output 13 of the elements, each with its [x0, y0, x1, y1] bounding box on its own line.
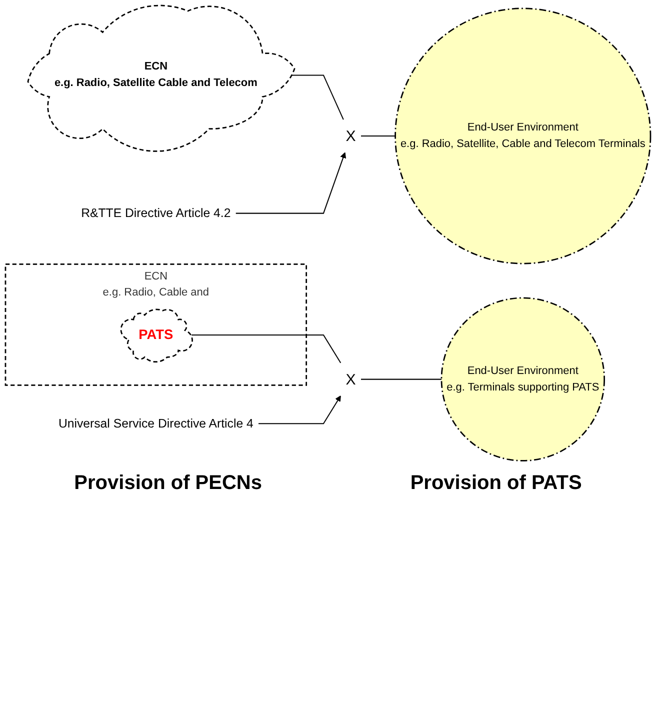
node-text: Universal Service Directive Article 4 — [58, 416, 254, 430]
node-circle: End-User Environment e.g. Radio, Satellite, Cable and Telecom Terminals — [394, 8, 652, 264]
connector — [361, 378, 442, 380]
node-text: X — [346, 370, 356, 388]
arrow — [236, 152, 346, 214]
node-text: X — [346, 127, 356, 145]
arrow — [258, 396, 341, 424]
node-circle: End-User Environment e.g. Terminals supporting PATS — [440, 297, 605, 462]
connector — [361, 135, 396, 136]
node-text: R&TTE Directive Article 4.2 — [81, 206, 231, 220]
caption-text: Provision of PATS — [410, 472, 582, 496]
caption-text: Provision of PECNs — [74, 472, 262, 496]
connector — [192, 334, 342, 364]
